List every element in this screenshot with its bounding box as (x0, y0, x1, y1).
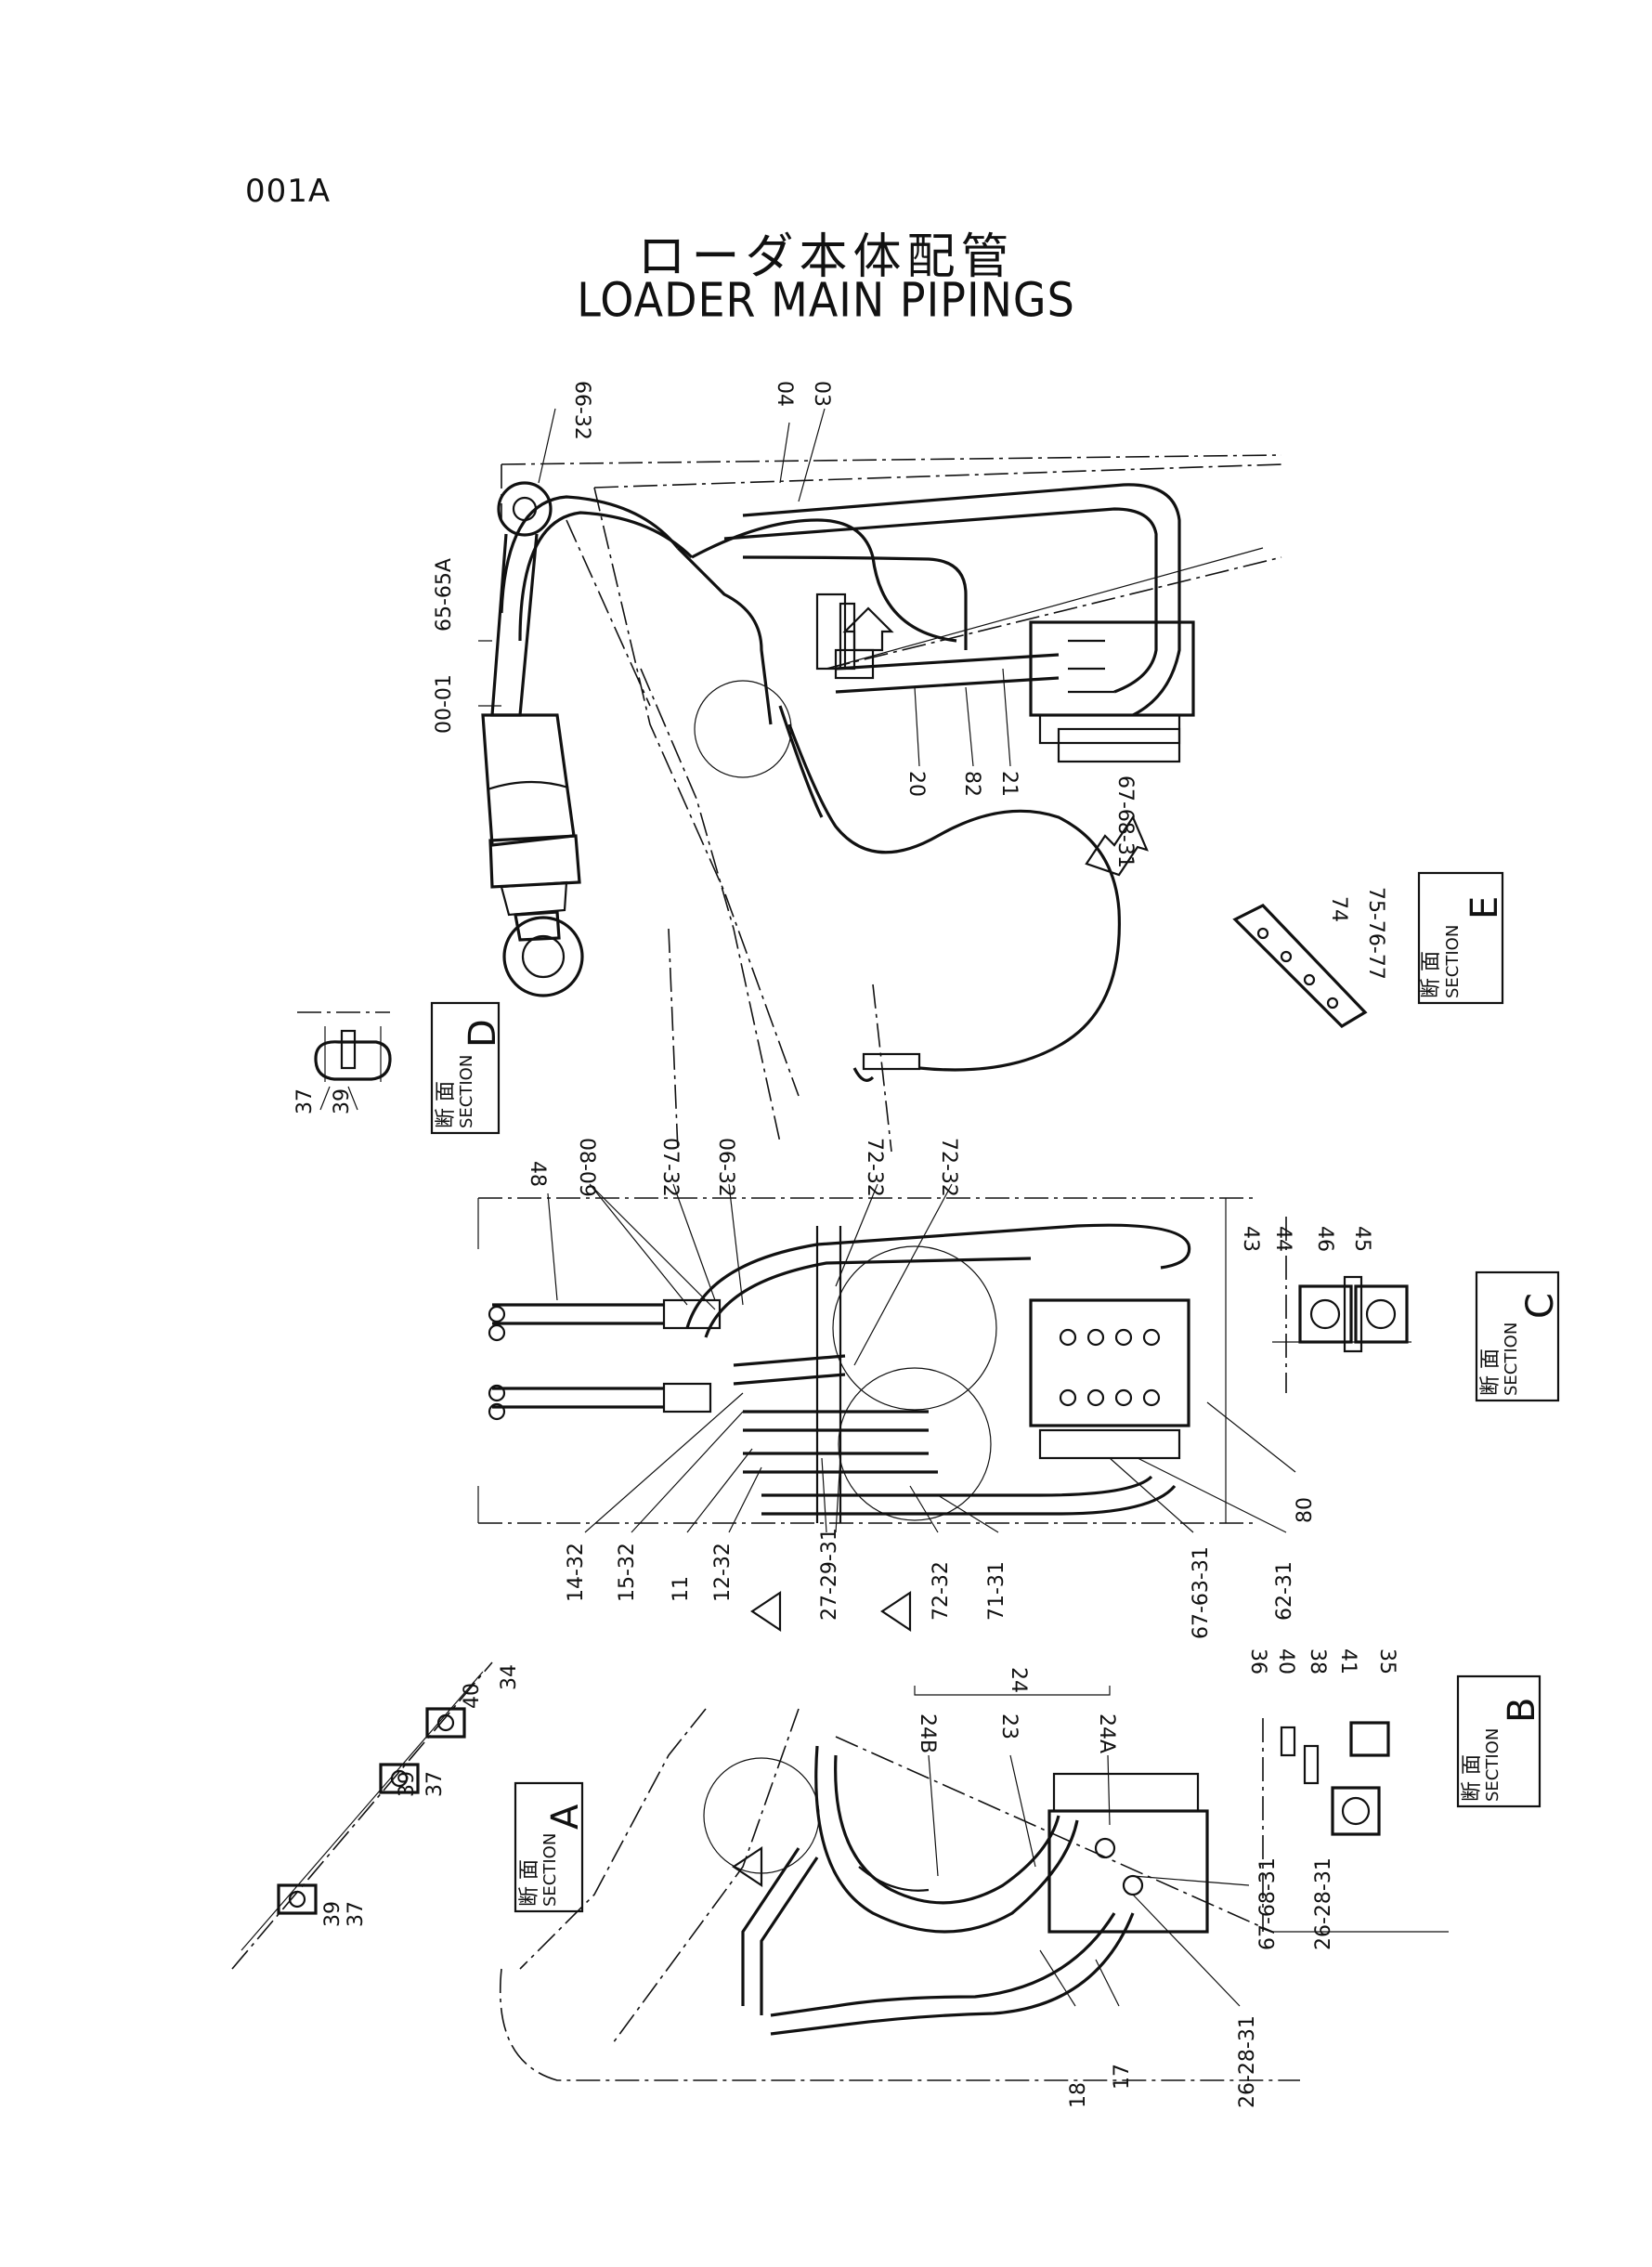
view-arrow-c (880, 1590, 912, 1633)
svg-text:SECTION: SECTION (540, 1833, 560, 1907)
top-hoses (500, 483, 1181, 1072)
callout-24: 24 (1007, 1667, 1030, 1693)
section-e-label: 断 面 SECTION E (1417, 871, 1506, 1005)
callout-38: 38 (1306, 1648, 1329, 1674)
callout-67-68-31-bot: 67-68-31 (1256, 1857, 1280, 1950)
callout-26-28-31-b: 26-28-31 (1312, 1857, 1335, 1950)
svg-text:SECTION: SECTION (1483, 1728, 1502, 1802)
section-a-label: 断 面 SECTION A (514, 1781, 587, 1913)
svg-text:A: A (544, 1804, 587, 1830)
callout-71-31: 71-31 (985, 1561, 1008, 1621)
view-arrow-e (1085, 814, 1149, 877)
svg-text:断 面: 断 面 (518, 1859, 541, 1907)
callout-41: 41 (1336, 1648, 1359, 1674)
callout-14-32: 14-32 (565, 1543, 588, 1602)
callout-12-32: 12-32 (711, 1543, 735, 1602)
callout-11: 11 (670, 1576, 693, 1602)
callout-18: 18 (1067, 2082, 1090, 2108)
callout-37-d: 37 (293, 1088, 317, 1114)
callout-00-01: 00-01 (433, 674, 456, 734)
callout-23: 23 (997, 1713, 1021, 1739)
svg-text:C: C (1519, 1293, 1562, 1319)
callout-35: 35 (1375, 1648, 1398, 1674)
callout-67-68-31-top: 67-68-31 (1113, 775, 1137, 868)
callout-24B: 24B (916, 1713, 939, 1753)
callout-43: 43 (1239, 1226, 1262, 1252)
callout-44: 44 (1271, 1226, 1294, 1252)
callout-34: 34 (498, 1664, 521, 1690)
callout-46: 46 (1313, 1226, 1336, 1252)
svg-text:B: B (1501, 1698, 1543, 1723)
view-arrow-a (732, 1845, 763, 1888)
callout-75-76-77: 75-76-77 (1364, 887, 1387, 980)
callout-67-63-31: 67-63-31 (1190, 1546, 1213, 1639)
callout-21: 21 (997, 771, 1021, 797)
svg-text:SECTION: SECTION (1502, 1322, 1521, 1396)
section-b-detail (1262, 1718, 1449, 1933)
svg-text:断 面: 断 面 (1420, 951, 1443, 998)
middle-hoses (685, 1223, 1191, 1523)
callout-36: 36 (1246, 1648, 1269, 1674)
top-hose-tail (852, 1052, 921, 1082)
svg-text:D: D (462, 1019, 504, 1048)
callout-08-09: 08-09 (575, 1138, 598, 1197)
svg-text:断 面: 断 面 (1461, 1754, 1484, 1802)
boom-cylinder (481, 481, 584, 997)
title-english: LOADER MAIN PIPINGS (577, 272, 1075, 328)
svg-text:断 面: 断 面 (1479, 1348, 1502, 1396)
callout-82: 82 (960, 771, 983, 797)
callout-66-32: 66-32 (570, 381, 593, 440)
svg-text:E: E (1463, 896, 1506, 919)
callout-62-31: 62-31 (1273, 1561, 1296, 1621)
callout-65-65A: 65-65A (433, 558, 456, 632)
section-c-label: 断 面 SECTION C (1475, 1270, 1562, 1402)
callout-15-32: 15-32 (616, 1543, 639, 1602)
callout-26-28-31-bot: 26-28-31 (1236, 2015, 1259, 2108)
section-d-detail (297, 1011, 392, 1111)
bottom-hoses (741, 1745, 1135, 2036)
callout-80: 80 (1294, 1497, 1317, 1523)
callout-03: 03 (810, 381, 833, 407)
callout-37-a1: 37 (423, 1771, 447, 1797)
page-id: 001A (245, 173, 332, 210)
callout-45: 45 (1350, 1226, 1373, 1252)
callout-39-a2: 39 (321, 1901, 345, 1927)
svg-text:SECTION: SECTION (457, 1055, 476, 1128)
callout-72-32-c: 72-32 (930, 1561, 953, 1621)
svg-text:SECTION: SECTION (1443, 925, 1463, 998)
callout-39-d: 39 (331, 1088, 354, 1114)
callout-48: 48 (526, 1161, 549, 1187)
callout-04: 04 (773, 381, 796, 407)
callout-07-32: 07-32 (658, 1138, 682, 1197)
callout-40-a: 40 (461, 1683, 484, 1709)
callout-72-32-a: 72-32 (863, 1138, 886, 1197)
section-c-detail (1272, 1217, 1411, 1393)
middle-view-frame (477, 1197, 1254, 1524)
view-arrow-b (750, 1590, 782, 1633)
callout-27-29-31: 27-29-31 (818, 1528, 841, 1621)
section-b-label: 断 面 SECTION B (1456, 1674, 1543, 1808)
callout-17: 17 (1111, 2064, 1134, 2090)
section-d-label: 断 面 SECTION D (430, 1001, 504, 1135)
callout-06-32: 06-32 (714, 1138, 737, 1197)
view-arrow-d (842, 606, 894, 652)
callout-24A: 24A (1095, 1713, 1118, 1753)
svg-text:断 面: 断 面 (435, 1081, 458, 1128)
callout-74: 74 (1327, 896, 1350, 922)
callout-20: 20 (904, 771, 928, 797)
middle-cylinders (488, 1298, 722, 1421)
callout-37-a2: 37 (345, 1901, 368, 1927)
top-control-valve (1029, 620, 1195, 763)
section-a-detail (231, 1661, 493, 1970)
section-e-detail (1232, 904, 1368, 1029)
middle-control-valve (1029, 1298, 1190, 1460)
callout-39-a1: 39 (396, 1771, 419, 1797)
bottom-control-valve (1047, 1772, 1209, 1934)
callout-40-b: 40 (1274, 1648, 1297, 1674)
callout-72-32-b: 72-32 (937, 1138, 960, 1197)
top-view-frame (501, 454, 1282, 1153)
title-japanese: ローダ本体配管 (637, 229, 1015, 285)
